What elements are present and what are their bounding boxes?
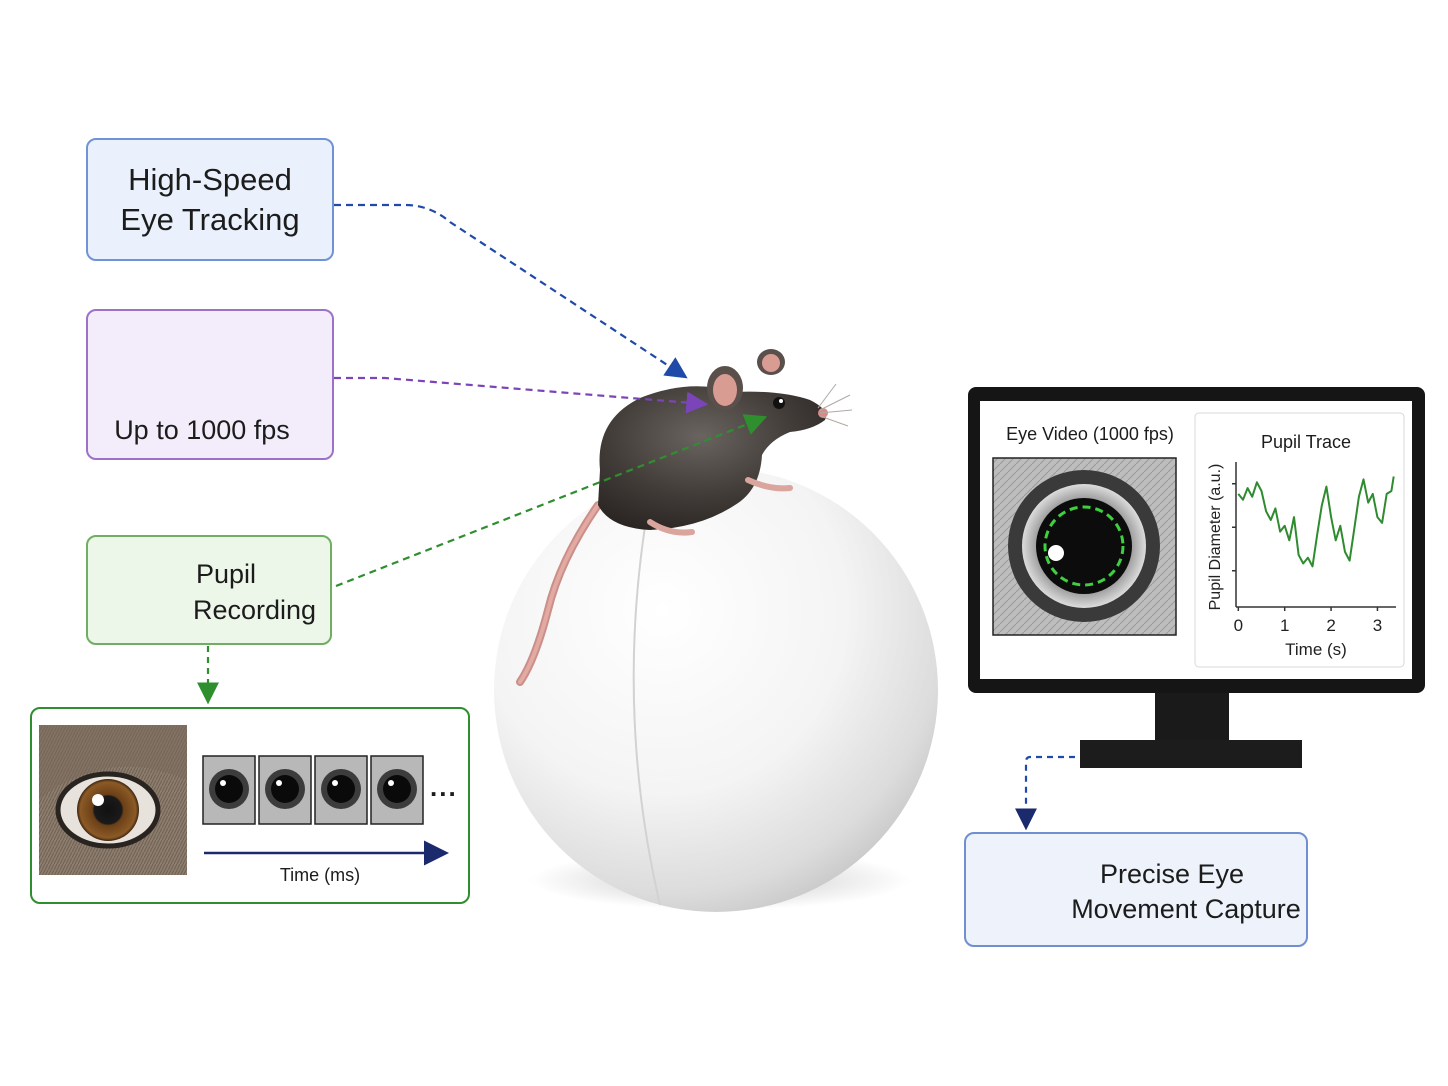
connector-tracking [334, 203, 688, 379]
tracking-line1: High-Speed [128, 162, 292, 197]
filmstrip-panel [30, 707, 470, 904]
filmstrip-frames [202, 755, 424, 825]
tracking-line2: Eye Tracking [120, 202, 300, 237]
pupil-line1: Pupil [196, 559, 257, 589]
filmstrip-frame [258, 755, 312, 825]
capture-box [964, 832, 1308, 947]
filmstrip-ellipsis: ... [430, 772, 458, 802]
ball-seam [632, 469, 661, 906]
eye-video-title: Eye Video (1000 fps) [1006, 424, 1174, 444]
pupil-line2: Recording [193, 595, 317, 625]
monitor [968, 387, 1425, 768]
styrofoam-ball [494, 468, 938, 912]
filmstrip-frame [370, 755, 424, 825]
pupil-trace-title: Pupil Trace [1260, 432, 1352, 452]
y-axis-label: Pupil Diameter (a.u.) [1207, 464, 1224, 611]
connector-pupil [335, 414, 768, 588]
connector-fps [334, 376, 709, 414]
capture-line2: Movement Capture [1071, 894, 1301, 924]
pupil-trace-line [1237, 476, 1395, 568]
filmstrip-panel-art [39, 725, 187, 875]
x-axis-label: Time (s) [1285, 640, 1347, 659]
connector-capture [1015, 755, 1075, 831]
x-tick-label: 2 [1326, 616, 1335, 635]
x-tick-label: 1 [1280, 616, 1289, 635]
fps-label: Up to 1000 fps [114, 415, 290, 445]
x-tick-label: 3 [1373, 616, 1382, 635]
pupil-box [86, 535, 332, 645]
filmstrip-frame [202, 755, 256, 825]
capture-line1: Precise Eye [1099, 859, 1245, 889]
time-ms-label: Time (ms) [279, 865, 361, 885]
fps-box [86, 309, 334, 460]
tracking-box [86, 138, 334, 261]
mouse-illustration [516, 349, 853, 686]
filmstrip-frame [314, 755, 368, 825]
x-tick-label: 0 [1234, 616, 1243, 635]
